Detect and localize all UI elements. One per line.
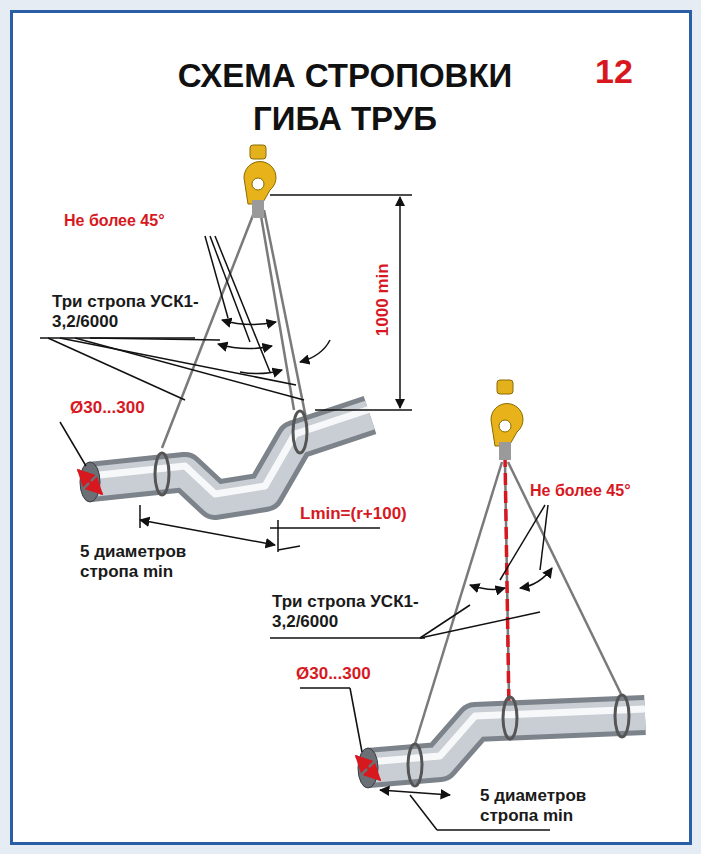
diameter-dimension: Ø30...300 xyxy=(70,398,190,418)
diameter-dimension: Ø30...300 xyxy=(296,664,416,684)
sling-note: Три стропа УСК1-3,2/6000 xyxy=(52,292,227,331)
distance-note: 5 диаметров стропа min xyxy=(480,786,630,825)
title: СХЕМА СТРОПОВКИ ГИБА ТРУБ xyxy=(130,55,560,141)
angle-note: Не более 45° xyxy=(64,212,224,230)
distance-note: 5 диаметров стропа min xyxy=(80,542,230,581)
sling-note: Три стропа УСК1-3,2/6000 xyxy=(272,592,447,631)
callout-number: 12 xyxy=(595,52,675,91)
angle-note: Не более 45° xyxy=(530,482,690,500)
height-dimension: 1000 min xyxy=(373,240,393,360)
length-dimension: Lmin=(r+100) xyxy=(300,504,450,524)
